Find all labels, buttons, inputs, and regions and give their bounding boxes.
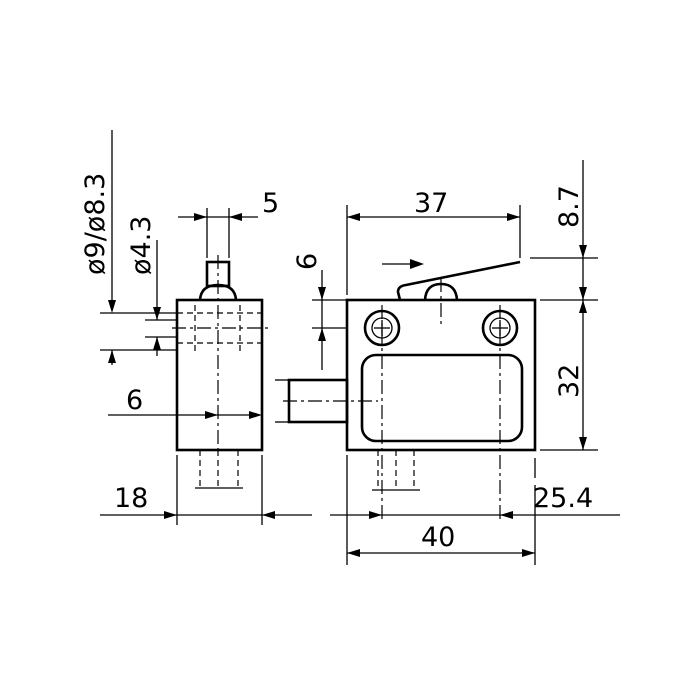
dim-plunger-arrow-left (194, 213, 207, 221)
label-top-width: 37 (414, 188, 448, 219)
dim-top-width-arrow-right (507, 213, 520, 221)
label-height-body: 32 (554, 364, 585, 398)
dim-dia-inner-arrow-bottom (153, 337, 161, 350)
dim-side-width-arrow-left (164, 511, 177, 519)
dim-side-six-arrow-right (249, 411, 262, 419)
side-view (172, 255, 268, 489)
label-plunger-width: 5 (262, 188, 279, 219)
actuator-lever (396, 260, 521, 301)
dim-dia-inner-arrow-top (153, 307, 161, 320)
label-hole-spacing: 25.4 (533, 483, 593, 514)
dim-hole-spacing-arrow-right (500, 511, 513, 519)
dim-side-width-arrow-right (262, 511, 275, 519)
dim-body-width-arrow-left (347, 549, 360, 557)
dim-plunger-arrow-right (229, 213, 242, 221)
label-side-six: 6 (126, 385, 143, 416)
dim-dia-outer-arrow-top (108, 300, 116, 313)
dim-body-width-arrow-right (522, 549, 535, 557)
label-offset-six: 6 (292, 253, 323, 270)
label-body-width: 40 (421, 522, 455, 553)
dim-top-width-arrow-left (347, 213, 360, 221)
label-dia-outer: ø9/ø8.3 (80, 173, 111, 275)
dim-height-top-arrow-a (579, 245, 587, 258)
dim-dia-outer-arrow-bottom (108, 350, 116, 363)
front-view (275, 259, 537, 520)
front-window (360, 353, 524, 443)
dim-offset-six-arrow-bottom (318, 328, 326, 341)
dimensions (100, 130, 620, 565)
label-height-top: 8.7 (554, 185, 585, 228)
dim-height-body-arrow-bottom (579, 437, 587, 450)
dim-hole-spacing-arrow-left (369, 511, 382, 519)
label-dia-inner: ø4.3 (126, 216, 157, 275)
label-side-width: 18 (114, 483, 148, 514)
motion-arrow-head (410, 259, 424, 269)
dim-height-top-arrow-b (579, 300, 587, 313)
dimension-labels: ø9/ø8.3 ø4.3 5 6 18 37 6 8.7 32 25.4 40 (80, 173, 593, 553)
dim-offset-six-arrow-top (318, 287, 326, 300)
dim-height-body-arrow-top (579, 287, 587, 300)
side-body-outline (175, 298, 264, 452)
dim-side-six-arrow-left (205, 411, 218, 419)
